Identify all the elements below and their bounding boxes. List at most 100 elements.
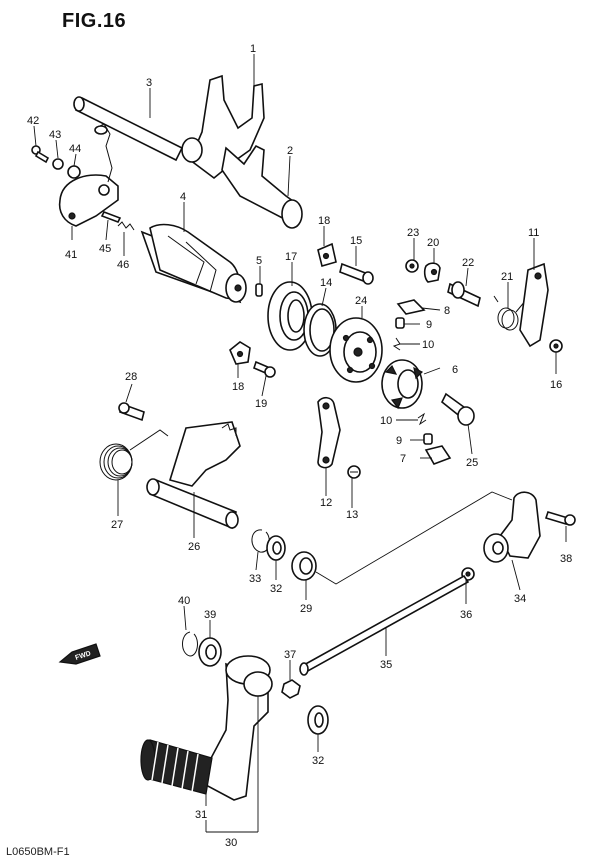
- nut-37: [281, 679, 301, 699]
- nut-44: [67, 165, 81, 179]
- oil-seal-29: [291, 551, 317, 581]
- part-label-10-upper: 10: [422, 339, 434, 351]
- lever-34: [483, 491, 541, 563]
- shift-fork-2: [221, 144, 303, 229]
- arm-11: [519, 262, 549, 348]
- part-label-18-top: 18: [318, 215, 330, 227]
- part-label-37: 37: [284, 649, 296, 661]
- part-label-12: 12: [320, 497, 332, 509]
- part-label-13: 13: [346, 509, 358, 521]
- pin-5: [255, 283, 263, 297]
- part-label-21: 21: [501, 271, 513, 283]
- part-label-3: 3: [146, 77, 152, 89]
- part-label-6: 6: [452, 364, 458, 376]
- pin-9-lower: [423, 433, 433, 445]
- bolt-19: [253, 360, 276, 378]
- part-label-25: 25: [466, 457, 478, 469]
- o-ring-14: [303, 303, 337, 357]
- part-label-11: 11: [528, 227, 539, 239]
- gearshift-shaft-26: [146, 421, 241, 530]
- part-label-17: 17: [285, 251, 297, 263]
- part-label-2: 2: [287, 145, 293, 157]
- shift-link-rod-35: [299, 574, 470, 676]
- part-label-5: 5: [256, 255, 262, 267]
- pawl-7: [424, 445, 452, 465]
- assembly-guide-line: [315, 491, 513, 585]
- plate-20: [423, 262, 441, 283]
- part-label-42: 42: [27, 115, 39, 127]
- part-label-14: 14: [320, 277, 332, 289]
- part-label-9-upper: 9: [426, 319, 432, 331]
- part-label-32-upper: 32: [270, 583, 282, 595]
- part-label-24: 24: [355, 295, 367, 307]
- part-label-8: 8: [444, 305, 450, 317]
- part-label-41: 41: [65, 249, 77, 261]
- part-label-9-lower: 9: [396, 435, 402, 447]
- part-label-28: 28: [125, 371, 137, 383]
- part-label-16: 16: [550, 379, 562, 391]
- part-labels: 1 2 3 4 5 6 7 8 9 9 10 10 11 12 13 14 15…: [27, 43, 572, 849]
- bolt-28: [118, 402, 145, 422]
- figure-title: FIG.16: [62, 10, 127, 32]
- fwd-label: FWD: [74, 650, 91, 662]
- bolt-42: [31, 145, 50, 164]
- part-label-35: 35: [380, 659, 392, 671]
- washer-43: [52, 158, 64, 170]
- washer-23: [405, 259, 419, 273]
- nut-16: [549, 339, 563, 353]
- part-label-31: 31: [195, 809, 207, 821]
- neutral-switch-bracket-41: [58, 123, 119, 227]
- part-label-22: 22: [462, 257, 474, 269]
- bolt-38: [544, 511, 576, 526]
- shift-drum-4: [140, 223, 247, 304]
- spring-46: [117, 221, 135, 231]
- part-label-15: 15: [350, 235, 362, 247]
- return-spring-27: [99, 429, 169, 481]
- part-label-30: 30: [225, 837, 237, 849]
- bolt-15: [339, 262, 374, 285]
- stopper-18-left: [229, 341, 251, 365]
- bearing-17: [267, 281, 313, 351]
- washer-32-upper: [266, 535, 286, 561]
- circlip-40: [182, 631, 198, 657]
- shift-rubber-31: [140, 739, 213, 795]
- part-label-46: 46: [117, 259, 129, 271]
- forward-arrow: FWD: [58, 643, 101, 665]
- part-label-7: 7: [400, 453, 406, 465]
- shift-fork-1: [181, 74, 265, 180]
- part-label-36: 36: [460, 609, 472, 621]
- screw-13: [347, 465, 361, 479]
- shift-fork-shaft-3: [73, 96, 184, 162]
- part-label-26: 26: [188, 541, 200, 553]
- part-label-20: 20: [427, 237, 439, 249]
- part-label-10-lower: 10: [380, 415, 392, 427]
- part-label-40: 40: [178, 595, 190, 607]
- part-label-33: 33: [249, 573, 261, 585]
- pin-45: [100, 210, 122, 224]
- pawl-holder-6: [381, 359, 424, 410]
- bolt-25: [440, 392, 475, 426]
- part-label-32-lower: 32: [312, 755, 324, 767]
- part-label-43: 43: [49, 129, 61, 141]
- spring-10-upper: [392, 337, 401, 351]
- pin-9-upper: [395, 317, 405, 329]
- leader-lines: [33, 54, 567, 833]
- washer-39: [198, 637, 222, 667]
- shift-cam-24: [329, 317, 383, 383]
- part-label-23: 23: [407, 227, 419, 239]
- spring-10-lower: [417, 412, 427, 426]
- part-label-29: 29: [300, 603, 312, 615]
- gearshift-lever-30: [203, 655, 273, 801]
- pawl-8: [396, 299, 426, 315]
- figure-code: L0650BM-F1: [6, 846, 70, 858]
- part-label-45: 45: [99, 243, 111, 255]
- washer-32-lower: [307, 705, 329, 735]
- part-label-18-left: 18: [232, 381, 244, 393]
- part-label-38: 38: [560, 553, 572, 565]
- part-label-44: 44: [69, 143, 81, 155]
- stopper-18-top: [317, 242, 337, 267]
- plate-12: [317, 396, 341, 469]
- part-label-4: 4: [180, 191, 186, 203]
